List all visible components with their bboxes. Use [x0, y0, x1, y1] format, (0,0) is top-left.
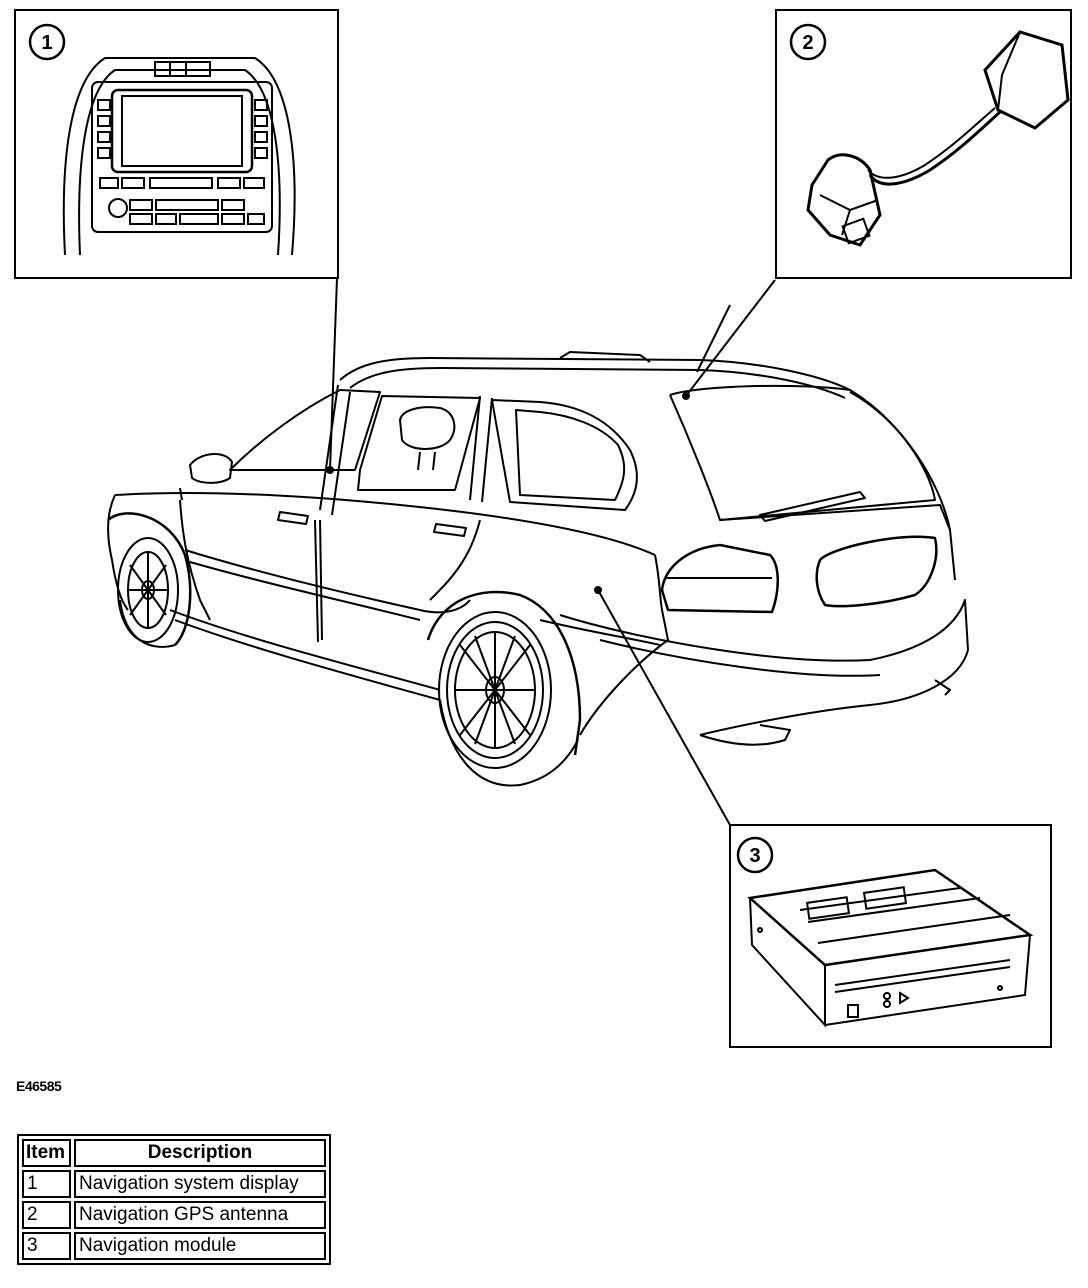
legend-item-number: 2 — [22, 1201, 71, 1229]
legend-header-description: Description — [74, 1139, 326, 1167]
vehicle-rear-three-quarter-view — [107, 351, 969, 787]
callout-label-3: 3 — [749, 845, 760, 867]
inset-navigation-display: 1 — [14, 9, 339, 279]
legend-item-description: Navigation GPS antenna — [74, 1201, 326, 1229]
legend-header-row: Item Description — [22, 1139, 326, 1167]
table-row: 3 Navigation module — [22, 1232, 326, 1260]
table-row: 2 Navigation GPS antenna — [22, 1201, 326, 1229]
inset-navigation-module: 3 — [729, 824, 1052, 1048]
legend-item-number: 1 — [22, 1170, 71, 1198]
table-row: 1 Navigation system display — [22, 1170, 326, 1198]
callout-label-1: 1 — [41, 32, 52, 54]
legend-item-description: Navigation module — [74, 1232, 326, 1260]
inset-gps-antenna: 2 — [775, 9, 1072, 279]
legend-item-description: Navigation system display — [74, 1170, 326, 1198]
leader-lines — [329, 277, 776, 826]
legend-header-item: Item — [22, 1139, 71, 1167]
callout-label-2: 2 — [802, 32, 813, 54]
figure-reference-code: E46585 — [16, 1078, 62, 1094]
item-legend-table: Item Description 1 Navigation system dis… — [17, 1134, 331, 1265]
legend-item-number: 3 — [22, 1232, 71, 1260]
